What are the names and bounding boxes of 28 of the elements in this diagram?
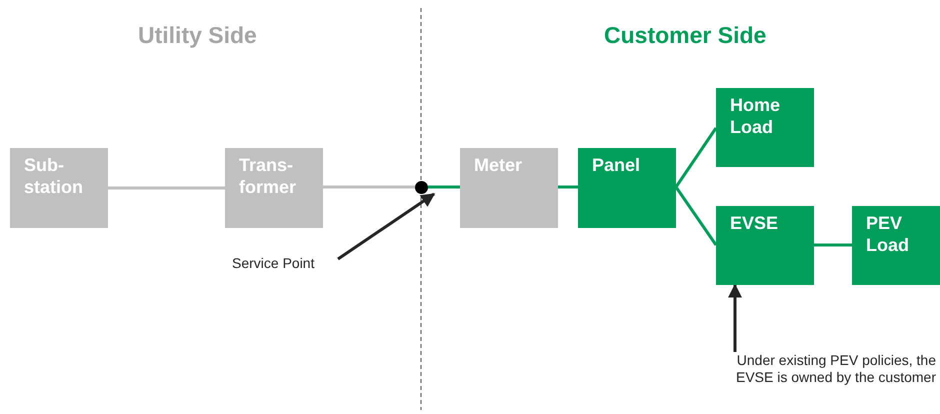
arrow xyxy=(728,284,742,352)
connector-line xyxy=(814,244,852,246)
connector-line xyxy=(108,186,225,190)
side-heading: Customer Side xyxy=(604,22,766,49)
box-label: Trans- former xyxy=(239,154,298,198)
connector-line xyxy=(558,186,578,188)
component-box xyxy=(225,148,323,228)
component-box xyxy=(716,206,814,285)
box-label: PEV Load xyxy=(866,212,910,256)
box-label: Meter xyxy=(474,154,524,176)
component-box xyxy=(716,88,814,167)
annotation-text: Service Point xyxy=(232,255,316,272)
box-label: EVSE xyxy=(730,212,780,234)
service-point-dot xyxy=(415,181,428,194)
box-label: Panel xyxy=(592,154,642,176)
component-box xyxy=(460,148,558,228)
connector-line xyxy=(428,186,460,188)
connector-line xyxy=(674,127,718,188)
component-box xyxy=(10,148,108,228)
box-label: Sub- station xyxy=(24,154,84,198)
connector-line xyxy=(674,186,718,246)
box-label: Home Load xyxy=(730,94,782,138)
component-box xyxy=(578,148,676,228)
connector-line xyxy=(323,186,415,188)
component-box xyxy=(852,206,940,285)
arrow xyxy=(337,192,436,260)
side-heading: Utility Side xyxy=(138,22,257,49)
annotation-text: Under existing PEV policies, the EVSE is owned by the customer xyxy=(736,352,936,386)
